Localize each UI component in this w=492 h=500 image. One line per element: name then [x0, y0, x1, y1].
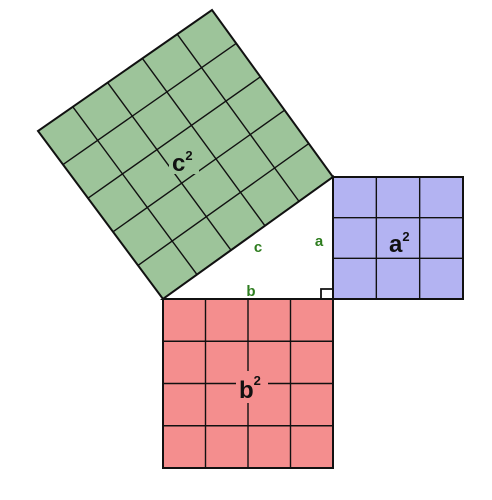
- square-c-grid-line: [176, 33, 300, 202]
- square-a-grid: [333, 177, 463, 299]
- right-triangle: [159, 175, 334, 300]
- svg-text:a2: a2: [389, 229, 410, 258]
- area-label-a-base: a: [389, 231, 403, 258]
- square-c-grid-line: [137, 143, 310, 266]
- square-c-grid-line: [72, 106, 198, 276]
- side-label-b: b: [246, 283, 255, 300]
- side-label-c: c: [254, 239, 262, 256]
- area-label-c-exponent: 2: [185, 148, 192, 163]
- area-label-c-base: c: [172, 150, 185, 177]
- right-angle-marker: [320, 288, 333, 299]
- square-c-grid-line: [62, 42, 237, 166]
- svg-text:b2: b2: [239, 373, 261, 404]
- area-label-c: c2: [169, 146, 199, 177]
- area-label-b: b2: [236, 371, 268, 404]
- square-c-grid-line: [141, 57, 266, 227]
- area-label-a: a2: [386, 227, 416, 258]
- square-c-grid-line: [87, 76, 261, 199]
- svg-text:c2: c2: [172, 148, 193, 177]
- area-label-b-base: b: [239, 377, 254, 404]
- area-label-b-exponent: 2: [254, 373, 261, 388]
- side-label-a: a: [315, 233, 324, 250]
- area-label-a-exponent: 2: [402, 229, 409, 244]
